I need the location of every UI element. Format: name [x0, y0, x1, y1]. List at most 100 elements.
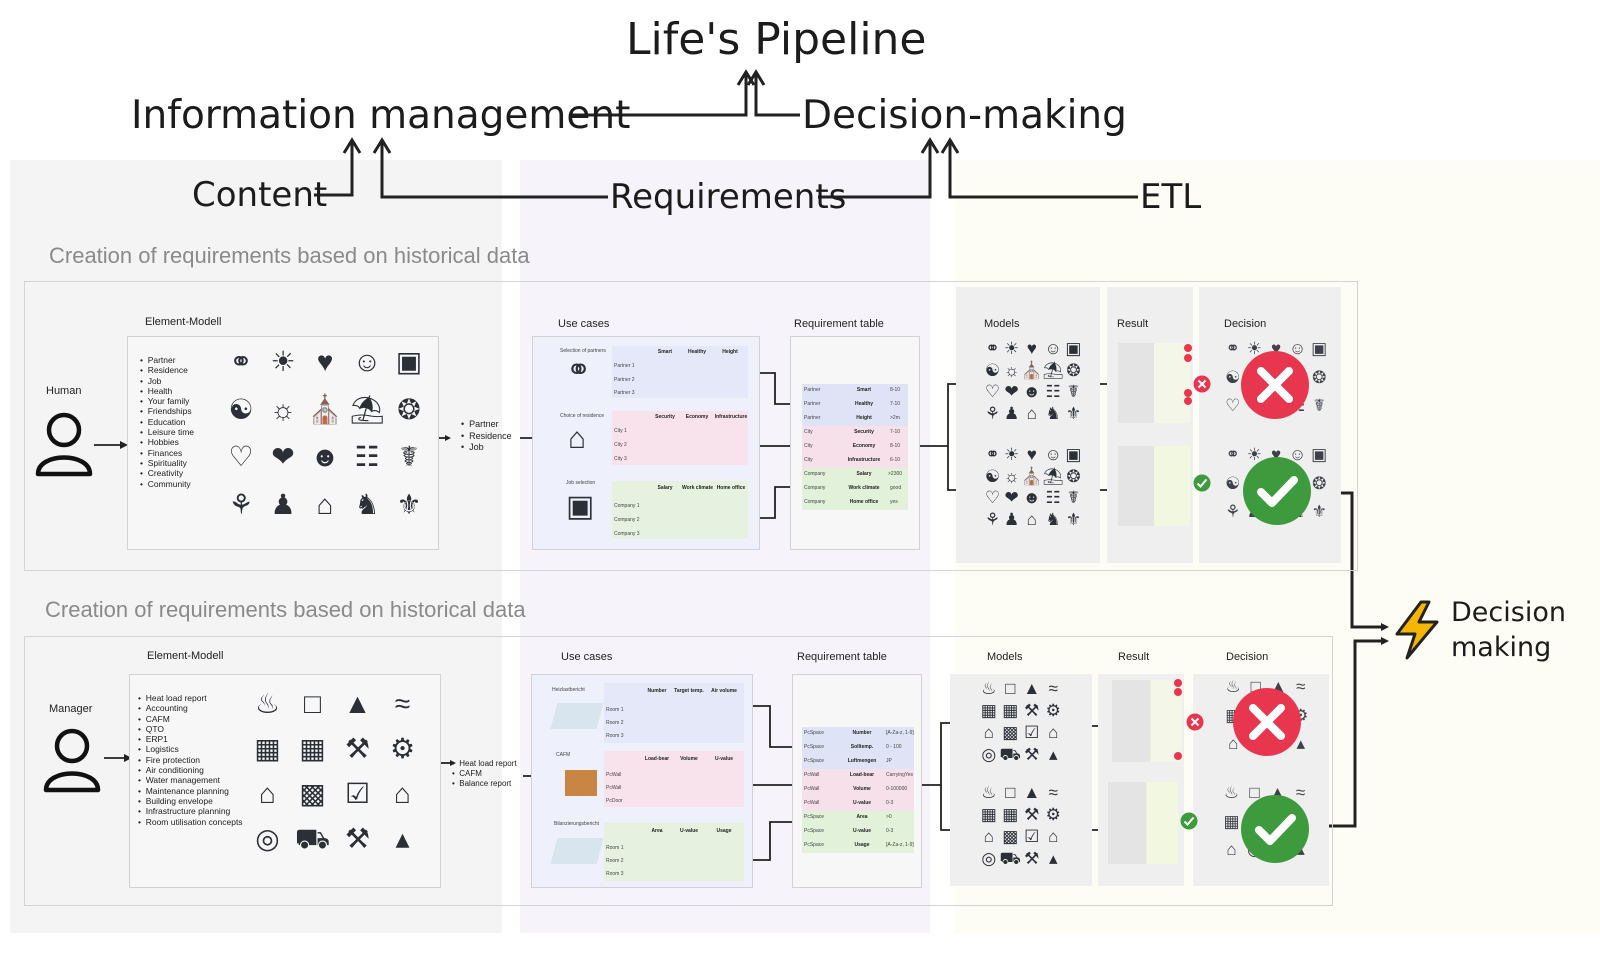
table-row-label: Company 2 — [614, 517, 640, 523]
row1-models-panel — [956, 287, 1100, 563]
house-money-icon: ⌂ — [1026, 509, 1037, 529]
req-value: 0-100000 — [886, 786, 908, 792]
req-attr: Area — [856, 814, 868, 820]
heart-pen-icon: ❤ — [271, 441, 295, 472]
row2-actor-label: Manager — [49, 703, 93, 715]
use-case-name: Heizlastbericht — [552, 687, 585, 693]
table-header: U-value — [714, 756, 734, 762]
requirement-group — [802, 811, 914, 853]
req-attr: Solltemp. — [850, 744, 874, 750]
category-item: Air conditioning — [138, 765, 243, 775]
req-value: 0-3 — [886, 828, 894, 834]
category-item: Creativity — [140, 468, 194, 478]
model-icon-grid: ♨ □ ▲ ≈ ▦ ▦ ⚒ ⚙ ⌂ ▩ ☑ ⌂ ◎ ⛟ ⚒ ▴ — [978, 784, 1064, 872]
briefcase-icon: ▣ — [1065, 445, 1082, 464]
fail-mark-icon — [1184, 354, 1192, 362]
row2-section-title: Creation of requirements based on histor… — [45, 597, 526, 622]
monument-icon: ⛪ — [1021, 360, 1043, 380]
circuit-icon: ▦ — [254, 733, 281, 764]
req-type: Partner — [804, 387, 821, 393]
table-header: Volume — [680, 756, 698, 762]
meditation-icon: ☯ — [984, 466, 1001, 486]
row2-decision-title: Decision — [1226, 651, 1269, 663]
row1-models-title: Models — [984, 318, 1020, 330]
water-icon: ≈ — [1296, 677, 1306, 696]
table-header: Economy — [685, 414, 709, 420]
fire-icon: ♨ — [254, 688, 281, 719]
req-value: JP — [886, 758, 892, 764]
briefcase-icon: ▣ — [395, 346, 423, 377]
content-label: Content — [192, 175, 328, 215]
building-icon: ⌂ — [1228, 734, 1239, 754]
finance-icon: ☤ — [399, 441, 419, 472]
row1-actor-label: Human — [46, 385, 82, 397]
calculator-icon: ▦ — [1002, 805, 1019, 824]
req-type: City — [804, 443, 813, 449]
rings-icon: ⚭ — [229, 346, 253, 377]
requirement-group — [802, 426, 908, 468]
row2-result-title: Result — [1118, 651, 1150, 663]
hands-icon: ⚜ — [1311, 502, 1327, 522]
req-value: good — [890, 485, 902, 491]
bridge-icon: ▴ — [1296, 734, 1306, 754]
rings-icon: ⚭ — [1225, 339, 1240, 358]
clipboard-icon: ☷ — [354, 441, 380, 472]
row1-requirement-table: Partner Smart 8-10 Partner Healthy 7-10 … — [802, 384, 908, 510]
req-type: PcSpace — [804, 758, 825, 764]
wheel-icon: ❂ — [1312, 473, 1327, 493]
family-icon: ☺ — [1288, 445, 1307, 464]
row1-category-list: Partner Residence Job Health Your family… — [140, 355, 194, 489]
table-header: Usage — [716, 828, 732, 834]
table-header: Infrastructure — [714, 414, 748, 420]
table-row-label: Room 2 — [606, 720, 624, 726]
monitor-icon: □ — [1005, 679, 1016, 698]
req-type: PcWall — [804, 800, 820, 806]
req-type: PcSpace — [804, 842, 825, 848]
decision-making-label: Decision-making — [802, 93, 1127, 138]
hands-icon: ⚜ — [396, 488, 422, 520]
water-icon: ≈ — [1295, 783, 1306, 802]
erp-icon: ▩ — [299, 778, 326, 809]
requirement-group — [802, 727, 914, 769]
row2-requirement-table: PcSpace Number [A-Za-z, 1-9] PcSpace Sol… — [802, 727, 914, 853]
table-header: U-value — [679, 828, 699, 834]
req-type: PcSpace — [804, 744, 825, 750]
crane-icon: ⚒ — [1024, 701, 1040, 720]
req-value: CarryingYes — [886, 772, 914, 778]
rings-icon: ⚭ — [985, 339, 1000, 358]
monitor-icon: □ — [1249, 783, 1260, 802]
target-icon: ◎ — [981, 745, 997, 764]
table-header: Smart — [657, 349, 673, 355]
table-header: Area — [651, 828, 663, 834]
req-value: 8-10 — [890, 443, 901, 449]
category-item: Infrastructure planning — [138, 806, 243, 816]
small-cross-icon — [1193, 375, 1211, 393]
req-value: yes — [890, 499, 898, 505]
category-item: Community — [140, 479, 194, 489]
small-check-icon — [1193, 474, 1211, 492]
use-case-table: Security Economy Infrastructure City 1 C… — [612, 411, 748, 465]
final-decision-line2: making — [1451, 632, 1552, 663]
checklist-icon: ☑ — [344, 778, 371, 809]
use-case-name: CAFM — [556, 752, 571, 758]
selected-item: Balance report — [452, 779, 517, 789]
req-type: Company — [804, 499, 826, 505]
fail-mark-icon — [1174, 679, 1182, 687]
req-value: 7-10 — [890, 429, 901, 435]
wheel-icon: ❂ — [397, 393, 421, 425]
fire-icon: ♨ — [981, 783, 997, 802]
family-icon: ☺ — [1044, 445, 1062, 464]
req-value: 6-10 — [890, 457, 901, 463]
req-value: 8-10 — [890, 387, 901, 393]
mentor-icon: ♞ — [354, 488, 380, 520]
wheel-icon: ❂ — [1066, 360, 1081, 380]
category-item: Residence — [140, 365, 194, 375]
erp-icon: ▩ — [1002, 827, 1019, 846]
final-decision-line1: Decision — [1451, 597, 1566, 628]
fail-mark-icon — [1184, 397, 1192, 405]
plant-icon: ⚘ — [1225, 502, 1241, 522]
small-check-icon — [1180, 812, 1198, 830]
table-row-label: City 2 — [614, 442, 627, 448]
reader-icon: ☻ — [1022, 382, 1041, 401]
use-case-name: Choice of residence — [560, 413, 605, 419]
